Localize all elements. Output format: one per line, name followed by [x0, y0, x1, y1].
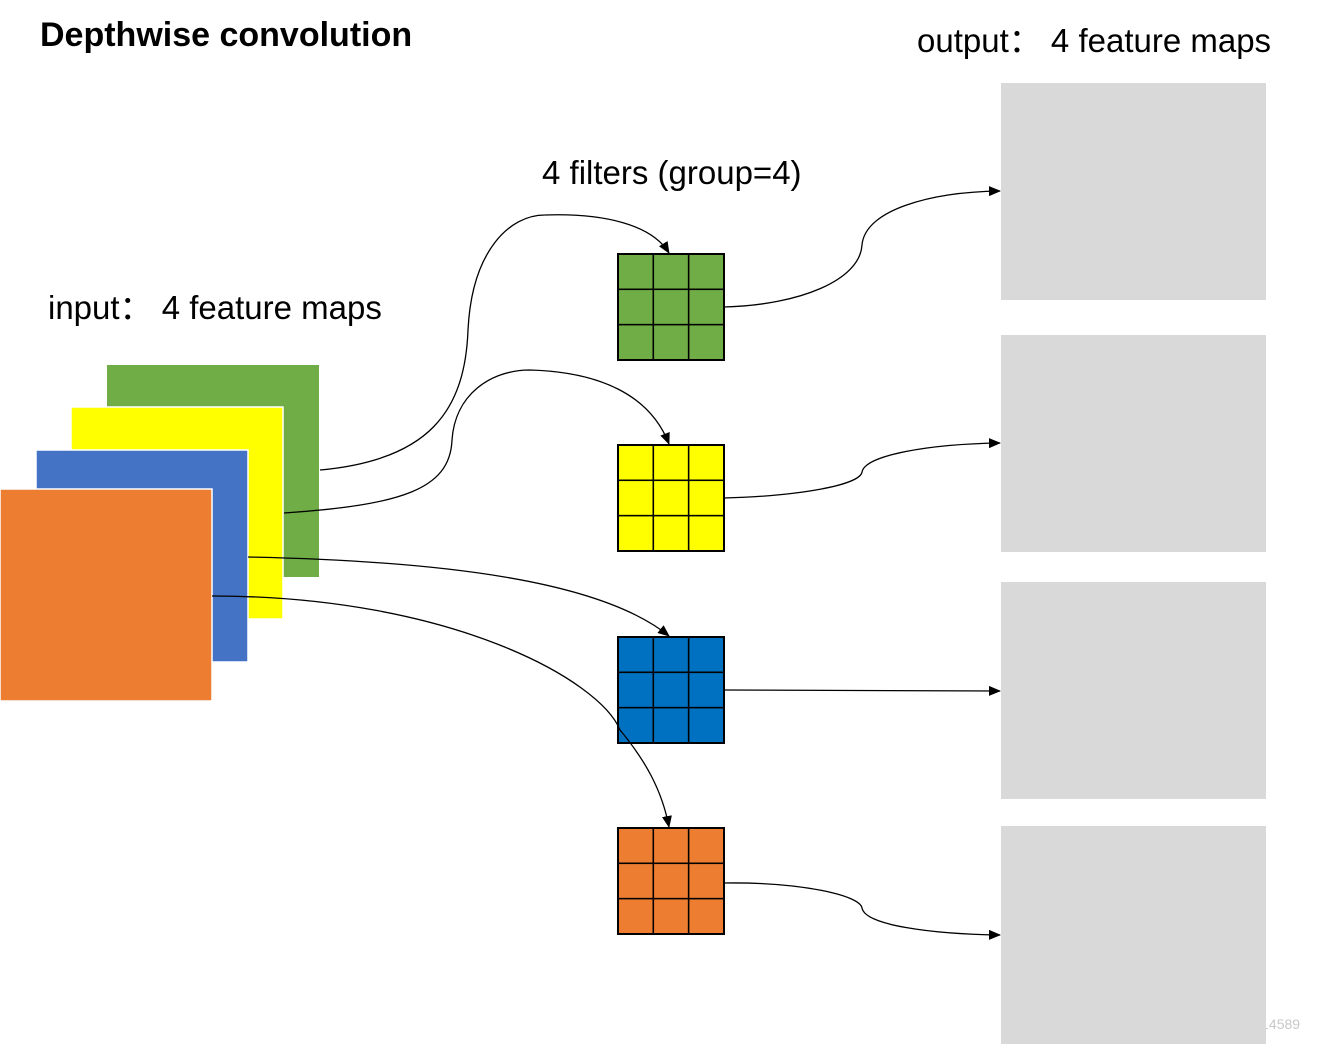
- filter-cell: [652, 862, 690, 900]
- filter-cell: [687, 862, 725, 900]
- filter-cell: [687, 636, 725, 674]
- filter-cell: [617, 323, 655, 361]
- filter-cell: [652, 897, 690, 935]
- filter-cell: [687, 323, 725, 361]
- output-map-4: [1001, 826, 1266, 1044]
- arrow-filter-yellow-to-output: [723, 438, 1001, 499]
- arrow-input-orange-to-filter: [211, 595, 672, 828]
- filter-cell: [617, 288, 655, 326]
- filter-2-yellow: [617, 444, 725, 552]
- filter-cell: [687, 706, 725, 744]
- filter-cell: [617, 514, 655, 552]
- filter-cell: [652, 636, 690, 674]
- filter-4-orange: [617, 827, 725, 935]
- filter-cell: [652, 827, 690, 865]
- filter-cell: [617, 897, 655, 935]
- filter-cell: [652, 444, 690, 482]
- filter-cell: [652, 479, 690, 517]
- filter-cell: [617, 479, 655, 517]
- filter-cell: [687, 671, 725, 709]
- input-feature-maps: [0, 365, 319, 702]
- filter-cell: [652, 323, 690, 361]
- filter-cell: [687, 253, 725, 291]
- filter-cell: [617, 253, 655, 291]
- filter-cell: [652, 288, 690, 326]
- output-map-1: [1001, 83, 1266, 300]
- filter-cell: [617, 862, 655, 900]
- output-map-3: [1001, 582, 1266, 799]
- filters-label: 4 filters (group=4): [542, 154, 802, 191]
- filters: [617, 253, 725, 935]
- filter-cell: [687, 444, 725, 482]
- filter-cell: [687, 827, 725, 865]
- filter-cell: [652, 706, 690, 744]
- filter-1-green: [617, 253, 725, 361]
- arrow-filter-orange-to-output: [723, 882, 1001, 940]
- input-map-orange: [0, 488, 213, 702]
- filter-cell: [617, 444, 655, 482]
- input-label: input： 4 feature maps: [48, 289, 382, 326]
- output-map-2: [1001, 335, 1266, 552]
- filter-cell: [617, 827, 655, 865]
- filter-cell: [652, 671, 690, 709]
- filter-cell: [687, 288, 725, 326]
- filter-to-output-arrows: [723, 186, 1001, 940]
- arrow-input-green-to-filter: [319, 214, 670, 471]
- filter-3-blue_filter: [617, 636, 725, 744]
- filter-cell: [687, 897, 725, 935]
- filter-cell: [687, 514, 725, 552]
- filter-cell: [617, 636, 655, 674]
- diagram-title: Depthwise convolution: [40, 16, 413, 54]
- output-feature-maps: [1001, 83, 1266, 1044]
- filter-cell: [652, 253, 690, 291]
- filter-cell: [687, 479, 725, 517]
- filter-cell: [617, 706, 655, 744]
- filter-border: [617, 827, 725, 935]
- arrow-input-blue-to-filter: [247, 556, 670, 637]
- arrow-input-yellow-to-filter: [283, 369, 670, 514]
- output-label: output： 4 feature maps: [917, 22, 1272, 59]
- filter-cell: [617, 671, 655, 709]
- input-to-filter-arrows: [211, 214, 672, 828]
- arrow-filter-blue-to-output: [723, 685, 1001, 696]
- filter-cell: [652, 514, 690, 552]
- arrow-filter-green-to-output: [723, 186, 1001, 308]
